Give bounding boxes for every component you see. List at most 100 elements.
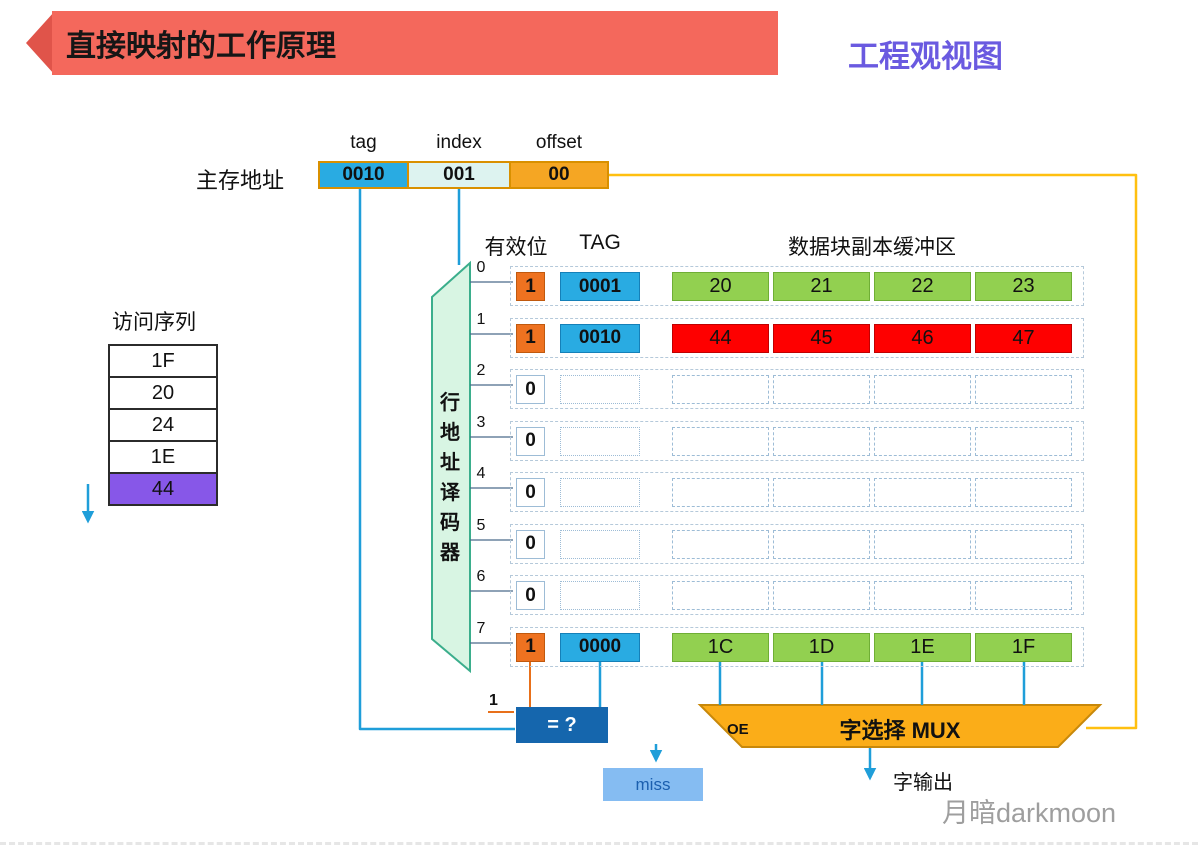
data-cell-0: 1C xyxy=(672,632,769,662)
offset-field-value: 00 xyxy=(509,161,609,189)
tag-cell xyxy=(560,529,640,559)
tag-header: TAG xyxy=(579,231,621,254)
tag-cell xyxy=(560,375,640,404)
data-cell-0 xyxy=(672,426,769,456)
valid-bit-cell: 1 xyxy=(516,272,545,301)
tag-field-label: tag xyxy=(350,132,377,153)
row-outline xyxy=(510,626,1084,667)
tag-cell xyxy=(560,581,640,610)
valid-bit-cell: 0 xyxy=(516,375,545,404)
data-cell-0 xyxy=(672,581,769,610)
tag-field-value: 0010 xyxy=(318,161,409,189)
row-index-label: 7 xyxy=(476,619,486,637)
data-cell-0 xyxy=(672,478,769,507)
row-outline xyxy=(510,266,1084,306)
row-outline xyxy=(510,523,1084,564)
access-sequence-label: 访问序列 xyxy=(112,311,196,334)
row-index-label: 3 xyxy=(476,413,486,431)
data-cell-2 xyxy=(874,529,971,559)
data-cell-3: 47 xyxy=(975,323,1072,353)
row-index-label: 1 xyxy=(476,310,486,328)
data-cell-0 xyxy=(672,529,769,559)
data-cell-1 xyxy=(773,529,870,559)
data-cell-2: 46 xyxy=(874,323,971,353)
row-index-label: 6 xyxy=(476,568,486,585)
word-output-label: 字输出 xyxy=(893,772,953,794)
comparator-input-bit: 1 xyxy=(489,692,498,709)
cache-row: 1 1 0010 44 45 46 47 xyxy=(0,311,1198,364)
cache-row: 3 0 xyxy=(0,414,1198,467)
tag-cell xyxy=(560,426,640,456)
data-cell-1: 1D xyxy=(773,632,870,662)
row-outline xyxy=(510,420,1084,461)
row-outline xyxy=(510,575,1084,615)
cache-row: 0 1 0001 20 21 22 23 xyxy=(0,259,1198,312)
row-index-label: 0 xyxy=(476,259,486,276)
data-cell-3 xyxy=(975,375,1072,404)
valid-bit-cell: 0 xyxy=(516,426,545,456)
data-cell-0 xyxy=(672,375,769,404)
banner-arrow-decoration xyxy=(26,12,54,74)
data-cell-3 xyxy=(975,581,1072,610)
row-index-label: 4 xyxy=(476,465,486,482)
data-cell-1 xyxy=(773,375,870,404)
access-sequence-item: 44 xyxy=(108,472,218,506)
access-sequence-item: 1E xyxy=(108,440,218,474)
index-field-label: index xyxy=(436,132,482,153)
valid-bit-cell: 1 xyxy=(516,323,545,353)
data-cell-2 xyxy=(874,375,971,404)
row-decoder-label: 行 地 址 译 码 器 xyxy=(440,392,460,564)
tag-cell: 0000 xyxy=(560,632,640,662)
data-cell-3 xyxy=(975,529,1072,559)
comparator-box: = ? xyxy=(516,707,608,743)
offset-field-label: offset xyxy=(535,132,583,153)
valid-bit-cell: 0 xyxy=(516,581,545,610)
memory-address-label: 主存地址 xyxy=(196,168,285,193)
data-cell-3 xyxy=(975,426,1072,456)
data-cell-1: 45 xyxy=(773,323,870,353)
data-buffer-header: 数据块副本缓冲区 xyxy=(788,236,956,259)
miss-badge: miss xyxy=(603,768,703,801)
data-cell-2 xyxy=(874,478,971,507)
cache-row: 2 0 xyxy=(0,362,1198,415)
row-outline xyxy=(510,317,1084,358)
valid-bit-cell: 0 xyxy=(516,529,545,559)
valid-bit-header: 有效位 xyxy=(484,236,548,259)
data-cell-3: 23 xyxy=(975,272,1072,301)
data-cell-2 xyxy=(874,426,971,456)
data-cell-3: 1F xyxy=(975,632,1072,662)
data-cell-1 xyxy=(773,426,870,456)
data-cell-1: 21 xyxy=(773,272,870,301)
valid-bit-cell: 0 xyxy=(516,478,545,507)
title-banner: 直接映射的工作原理 xyxy=(52,11,778,75)
data-cell-1 xyxy=(773,478,870,507)
cache-row: 5 0 xyxy=(0,517,1198,570)
view-title: 工程观视图 xyxy=(848,39,1003,74)
mux-oe-label: OE xyxy=(727,721,749,738)
page-title: 直接映射的工作原理 xyxy=(66,30,336,63)
data-cell-2 xyxy=(874,581,971,610)
data-cell-1 xyxy=(773,581,870,610)
row-outline xyxy=(510,369,1084,409)
mux-label: 字选择 MUX xyxy=(839,718,961,743)
row-index-label: 2 xyxy=(476,362,486,379)
tag-cell xyxy=(560,478,640,507)
valid-bit-cell: 1 xyxy=(516,632,545,662)
data-cell-2: 22 xyxy=(874,272,971,301)
access-sequence-item: 1F xyxy=(108,344,218,378)
cache-row: 7 1 0000 1C 1D 1E 1F xyxy=(0,620,1198,673)
row-index-label: 5 xyxy=(476,516,486,534)
data-cell-0: 44 xyxy=(672,323,769,353)
access-sequence-item: 24 xyxy=(108,408,218,442)
data-cell-0: 20 xyxy=(672,272,769,301)
row-outline xyxy=(510,472,1084,512)
tag-cell: 0001 xyxy=(560,272,640,301)
tag-cell: 0010 xyxy=(560,323,640,353)
index-field-value: 001 xyxy=(407,161,511,189)
watermark: 月暗darkmoon xyxy=(942,798,1117,828)
bottom-edge-decoration xyxy=(0,842,1198,845)
data-cell-3 xyxy=(975,478,1072,507)
data-cell-2: 1E xyxy=(874,632,971,662)
